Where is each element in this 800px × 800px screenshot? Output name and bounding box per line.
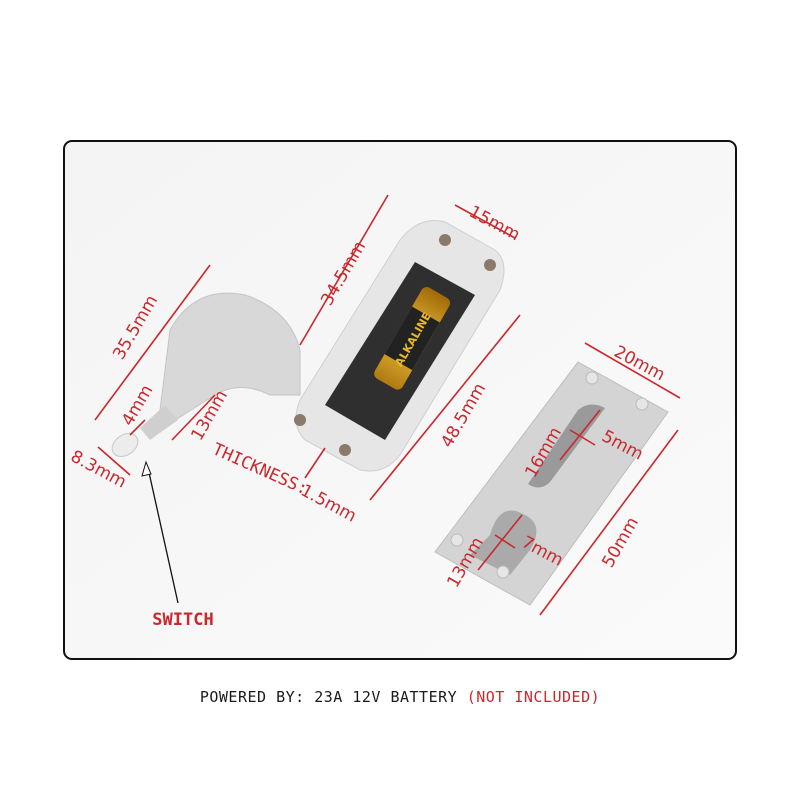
arrow-head-icon — [141, 460, 152, 477]
switch-button — [111, 433, 139, 457]
battery-box: ALKALINE — [294, 220, 505, 472]
switch-arrow — [147, 467, 179, 604]
mounting-plate — [434, 361, 669, 606]
hinge-arm — [111, 292, 301, 457]
caption-note: (NOT INCLUDED) — [466, 688, 601, 706]
caption-main: POWERED BY: 23A 12V BATTERY — [199, 688, 467, 706]
caption: POWERED BY: 23A 12V BATTERY (NOT INCLUDE… — [0, 688, 800, 706]
switch-label: SWITCH — [152, 610, 213, 630]
dimension-lines — [94, 194, 681, 616]
